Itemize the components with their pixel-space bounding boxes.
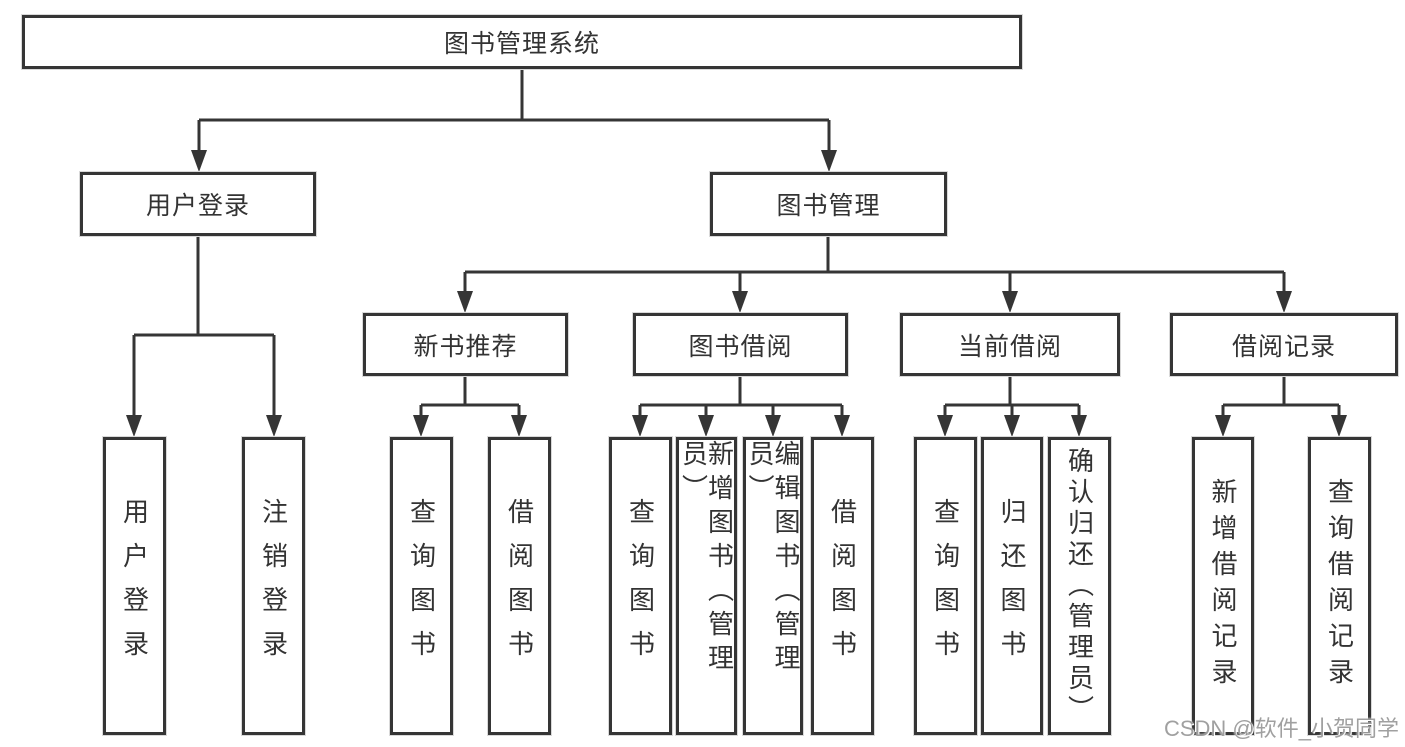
leaf-add-books-admin: 新增图书（管理员） (676, 437, 737, 735)
node-label: 注销登录 (258, 498, 289, 674)
leaf-return-books: 归还图书 (981, 437, 1043, 735)
node-label: 当前借阅 (957, 332, 1062, 361)
node-label: 图书管理系统 (443, 30, 600, 58)
node-user-login-branch: 用户登录 (80, 172, 316, 236)
node-current-borrow: 当前借阅 (900, 313, 1120, 376)
node-label: 查询图书 (625, 498, 656, 674)
node-label: 借阅图书 (504, 498, 535, 674)
arrowhead-icons (126, 150, 1347, 437)
node-borrow-records: 借阅记录 (1170, 313, 1398, 376)
leaf-query-books: 查询图书 (609, 437, 672, 735)
node-label: 用户登录 (145, 192, 250, 220)
node-label: 查询借阅记录 (1324, 478, 1355, 694)
csdn-watermark: CSDN @软件_小贺同学 (1163, 716, 1399, 741)
node-label: 查询图书 (406, 498, 437, 674)
leaf-borrow-books: 借阅图书 (488, 437, 551, 735)
node-label: 确认归还（管理员） (1064, 446, 1095, 726)
leaf-query-books: 查询图书 (914, 437, 977, 735)
node-label: 新增借阅记录 (1208, 478, 1238, 694)
leaf-query-books: 查询图书 (390, 437, 453, 735)
leaf-query-borrow-record: 查询借阅记录 (1308, 437, 1371, 735)
leaf-borrow-books: 借阅图书 (811, 437, 874, 735)
node-label: 图书借阅 (688, 332, 793, 361)
node-label: 借阅记录 (1231, 332, 1336, 361)
node-label: 归还图书 (997, 498, 1027, 674)
node-label: 查询图书 (930, 498, 961, 674)
node-label: 编辑图书（管理员） (745, 440, 801, 678)
tree-edges (132, 68, 1341, 429)
node-root-title: 图书管理系统 (22, 15, 1022, 69)
leaf-logout: 注销登录 (242, 437, 305, 735)
node-label: 用户登录 (119, 498, 150, 674)
node-book-management-branch: 图书管理 (710, 172, 947, 236)
node-book-borrow: 图书借阅 (633, 313, 848, 376)
node-label: 新书推荐 (413, 332, 518, 361)
leaf-add-borrow-record: 新增借阅记录 (1192, 437, 1254, 735)
node-label: 借阅图书 (827, 498, 858, 674)
node-new-book-recommend: 新书推荐 (363, 313, 568, 376)
leaf-edit-books-admin: 编辑图书（管理员） (743, 437, 803, 735)
leaf-confirm-return-admin: 确认归还（管理员） (1048, 437, 1111, 735)
leaf-user-login: 用户登录 (103, 437, 166, 735)
node-label: 图书管理 (776, 192, 881, 220)
node-label: 新增图书（管理员） (678, 440, 735, 678)
